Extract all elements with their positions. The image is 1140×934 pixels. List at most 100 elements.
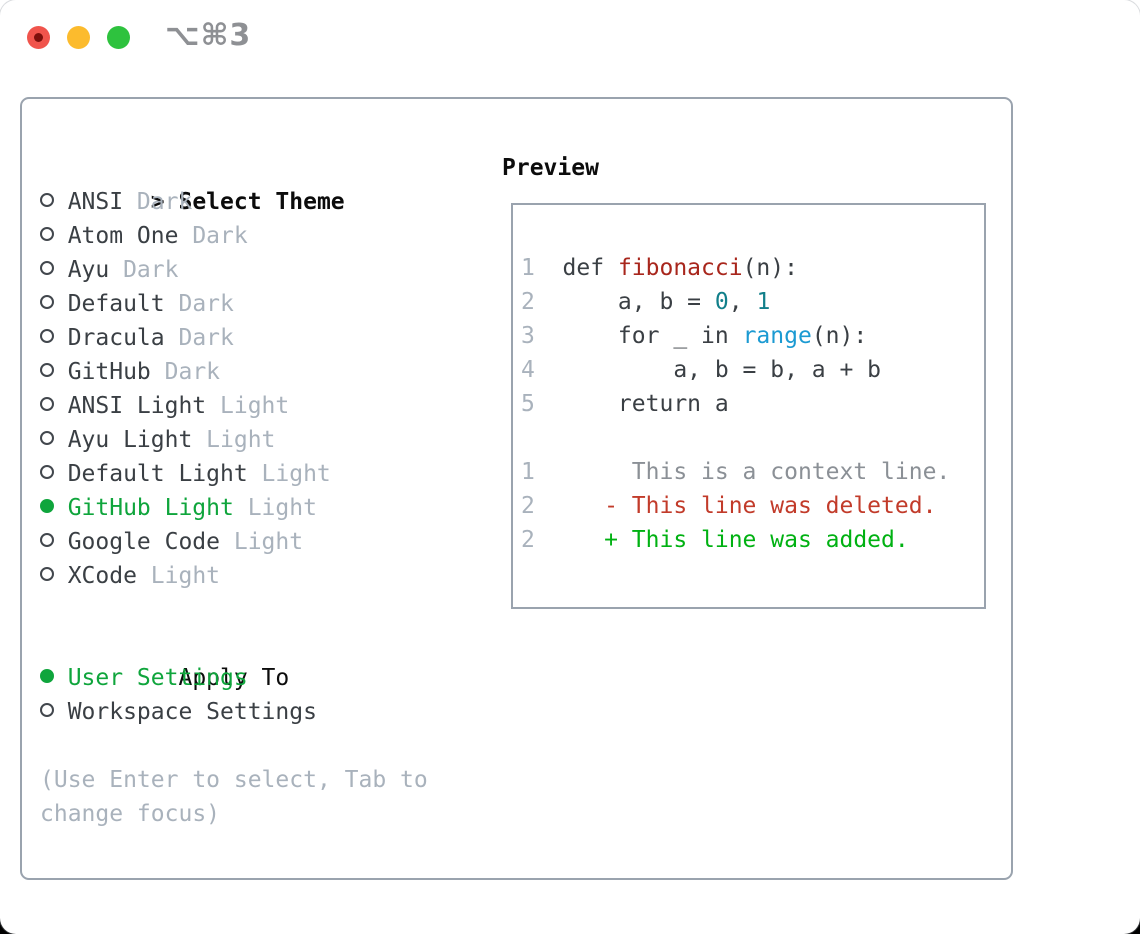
theme-option-default[interactable]: Default Dark xyxy=(40,287,428,321)
radio-icon xyxy=(40,329,54,343)
section-title-select-theme: Select Theme xyxy=(178,189,345,215)
apply-option-workspace-settings[interactable]: Workspace Settings xyxy=(40,695,428,729)
radio-cell xyxy=(40,389,68,423)
theme-variant-badge: Light xyxy=(206,427,276,453)
code-segment-code: for _ in xyxy=(562,323,743,349)
code-segment-code: (n): xyxy=(811,323,868,349)
radio-icon xyxy=(40,227,54,241)
apply-option-label: User Settings xyxy=(67,665,248,691)
spacer xyxy=(40,729,428,763)
line-number: 4 xyxy=(521,357,535,383)
theme-variant-badge: Light xyxy=(150,563,221,589)
unsaved-changes-dot-icon xyxy=(34,33,43,42)
radio-cell xyxy=(40,219,68,253)
theme-option-label: Default xyxy=(67,291,165,317)
radio-cell xyxy=(40,253,68,287)
radio-cell xyxy=(40,423,68,457)
zoom-button[interactable] xyxy=(107,26,130,49)
theme-option-label: ANSI Light xyxy=(67,393,207,419)
code-line xyxy=(521,421,984,455)
code-line: 2 a, b = 0, 1 xyxy=(521,285,984,319)
radio-selected-icon xyxy=(40,499,54,513)
spacer xyxy=(40,593,428,627)
code-segment-deleted: - This line was deleted. xyxy=(562,493,937,519)
code-line: 2 - This line was deleted. xyxy=(521,489,984,523)
radio-cell xyxy=(40,287,68,321)
code-segment-code: , xyxy=(728,289,757,315)
theme-option-atom-one[interactable]: Atom One Dark xyxy=(40,219,428,253)
section-title-apply-to: Apply To xyxy=(178,665,290,691)
theme-option-label: GitHub Light xyxy=(67,495,234,521)
radio-cell xyxy=(40,661,68,695)
code-segment-code: a, b = xyxy=(562,289,715,315)
radio-cell xyxy=(40,185,68,219)
window-titlebar: ⌥⌘3 xyxy=(0,0,1140,72)
radio-icon xyxy=(40,431,54,445)
code-line: 3 for _ in range(n): xyxy=(521,319,984,353)
radio-cell xyxy=(40,695,68,729)
theme-option-label: Dracula xyxy=(67,325,165,351)
code-segment-code: (n): xyxy=(742,255,798,281)
code-line: 4 a, b = b, a + b xyxy=(521,353,984,387)
radio-icon xyxy=(40,363,54,377)
line-number: 3 xyxy=(521,323,535,349)
code-line: 5 return a xyxy=(521,387,984,421)
line-number: 2 xyxy=(521,493,535,519)
section-title-preview: Preview xyxy=(502,155,599,181)
line-number: 2 xyxy=(521,289,535,315)
code-segment-code: a, b = b, a + b xyxy=(562,357,882,383)
apply-option-user-settings[interactable]: User Settings xyxy=(40,661,428,695)
radio-cell xyxy=(40,457,68,491)
minimize-button[interactable] xyxy=(67,26,90,49)
theme-variant-badge: Dark xyxy=(178,291,234,317)
theme-option-dracula[interactable]: Dracula Dark xyxy=(40,321,428,355)
close-button[interactable] xyxy=(27,26,50,49)
radio-icon xyxy=(40,465,54,479)
theme-variant-badge: Dark xyxy=(192,223,248,249)
apply-option-label: Workspace Settings xyxy=(67,699,317,725)
theme-option-github-light[interactable]: GitHub Light Light xyxy=(40,491,428,525)
theme-option-ansi-light[interactable]: ANSI Light Light xyxy=(40,389,428,423)
radio-icon xyxy=(40,703,54,717)
line-number: 1 xyxy=(521,459,535,485)
code-segment-context: This is a context line. xyxy=(562,459,951,485)
hint-line-2: change focus) xyxy=(40,801,221,827)
code-segment-added: + This line was added. xyxy=(562,527,909,553)
radio-icon xyxy=(40,397,54,411)
theme-option-label: Atom One xyxy=(67,223,179,249)
theme-option-label: ANSI xyxy=(67,189,124,215)
radio-icon xyxy=(40,533,54,547)
window-title: ⌥⌘3 xyxy=(165,18,252,53)
radio-icon xyxy=(40,193,54,207)
radio-selected-icon xyxy=(40,669,54,683)
code-segment-code: def xyxy=(562,255,618,281)
radio-cell xyxy=(40,355,68,389)
theme-variant-badge: Light xyxy=(247,495,317,521)
theme-variant-badge: Light xyxy=(220,393,290,419)
radio-icon xyxy=(40,261,54,275)
radio-icon xyxy=(40,295,54,309)
line-number xyxy=(521,421,549,455)
theme-variant-badge: Light xyxy=(233,529,304,555)
radio-cell xyxy=(40,525,68,559)
hint-text: (Use Enter to select, Tab to change focu… xyxy=(40,763,428,831)
line-number: 2 xyxy=(521,527,535,553)
code-line: 1 This is a context line. xyxy=(521,455,984,489)
radio-cell xyxy=(40,321,68,355)
line-number: 5 xyxy=(521,391,535,417)
theme-option-label: Ayu xyxy=(67,257,110,283)
prompt-caret-icon: > xyxy=(150,189,165,215)
theme-variant-badge: Dark xyxy=(178,325,234,351)
